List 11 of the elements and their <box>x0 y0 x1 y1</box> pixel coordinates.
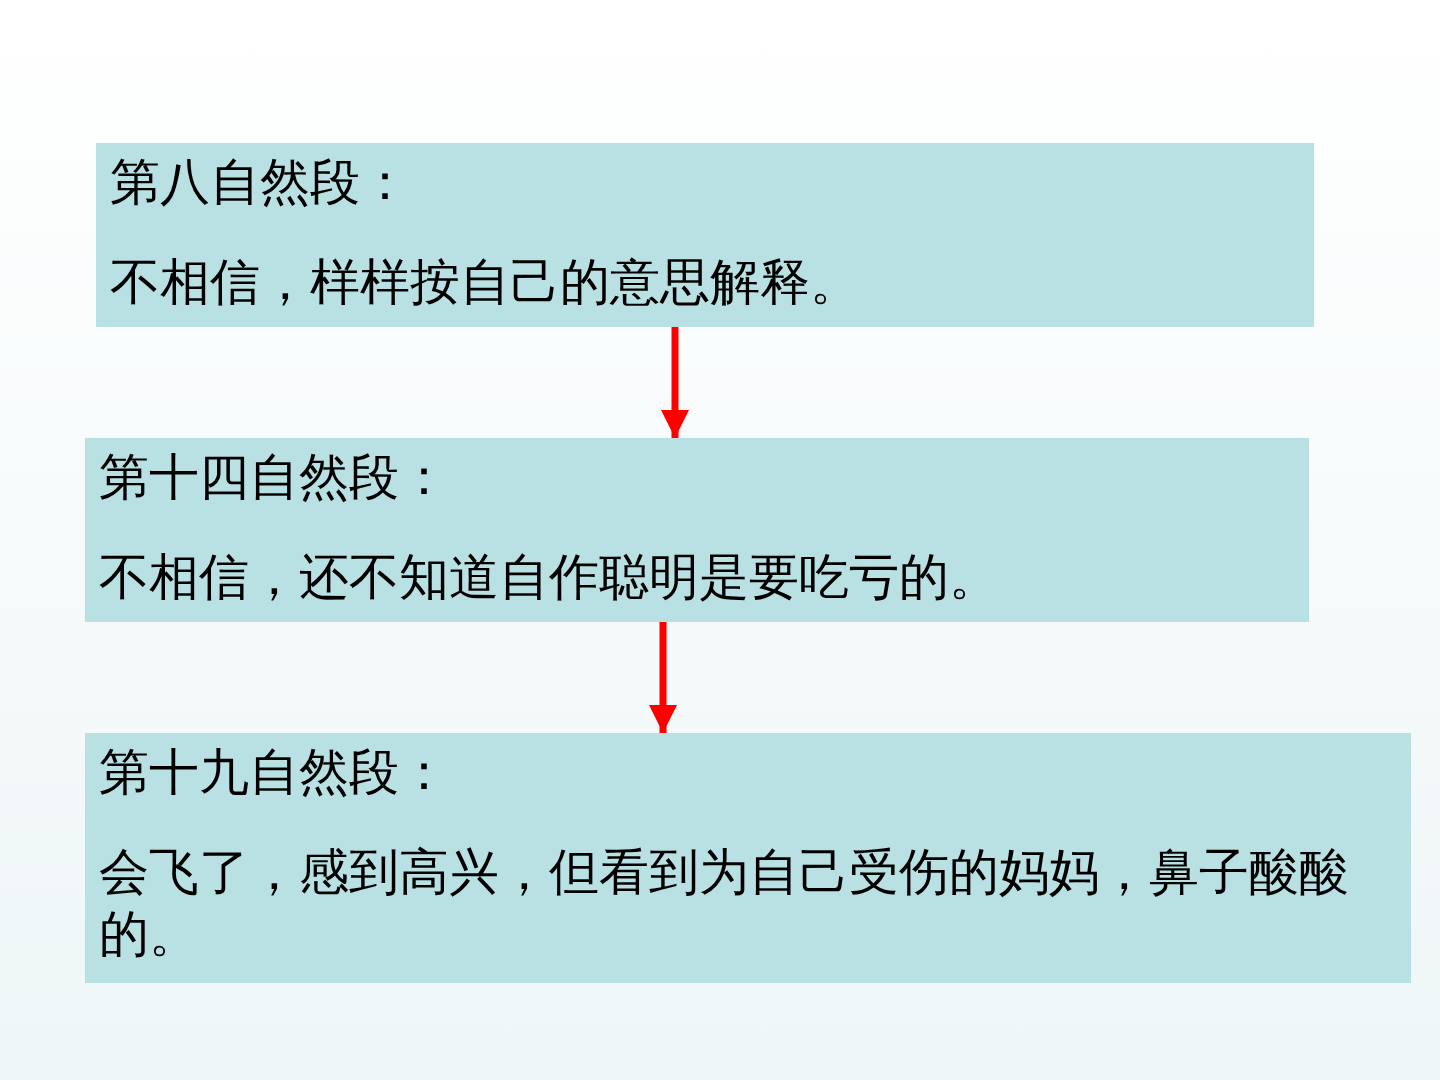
text-box <box>85 733 1411 983</box>
body-text: 不相信，样样按自己的意思解释。 <box>110 252 861 313</box>
text-box <box>85 438 1309 622</box>
body-text: 会飞了，感到高兴，但看到为自己受伤的妈妈，鼻子酸酸的。 <box>99 842 1350 965</box>
arrow <box>661 327 689 438</box>
arrow <box>649 622 677 733</box>
text-box <box>96 143 1314 327</box>
body-text: 不相信，还不知道自作聪明是要吃亏的。 <box>99 547 1000 608</box>
heading: 第十四自然段： <box>99 447 450 508</box>
heading: 第十九自然段： <box>99 742 450 803</box>
heading: 第八自然段： <box>110 152 411 213</box>
